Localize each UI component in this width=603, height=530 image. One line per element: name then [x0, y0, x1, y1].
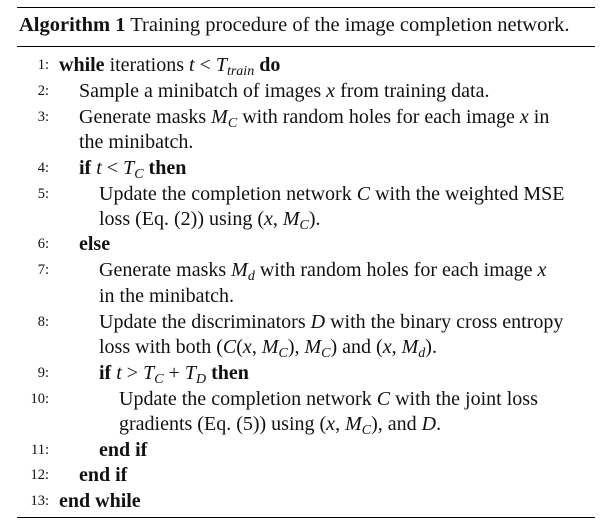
line-text: else: [79, 233, 111, 255]
line-text: loss with both (C(x, MC), MC) and (x, Md…: [99, 336, 437, 361]
line-text: loss (Eq. (2)) using (x, MC).: [99, 208, 321, 233]
line-number: 10:: [30, 391, 49, 407]
line-number: 9:: [37, 365, 49, 381]
line-text: the minibatch.: [79, 131, 194, 153]
line-text: while iterations t < Ttrain do: [59, 54, 281, 79]
line-text: Update the completion network C with the…: [119, 388, 538, 410]
line-text: Sample a minibatch of images x from trai…: [79, 80, 490, 102]
bottom-rule: [17, 517, 595, 518]
line-text: in the minibatch.: [99, 285, 234, 307]
line-text: end if: [79, 464, 128, 486]
line-number: 5:: [37, 186, 49, 202]
line-text: end while: [59, 490, 141, 512]
line-number: 2:: [37, 83, 49, 99]
line-number: 1:: [37, 57, 49, 73]
line-text: Update the discriminators D with the bin…: [99, 311, 564, 333]
line-text: if t < TC then: [79, 157, 187, 182]
line-number: 7:: [37, 262, 49, 278]
line-number: 11:: [31, 442, 49, 458]
caption-label: Algorithm 1: [19, 14, 126, 36]
line-number: 13:: [30, 493, 49, 509]
caption-text: Training procedure of the image completi…: [130, 14, 570, 36]
line-text: Update the completion network C with the…: [99, 183, 565, 205]
line-number: 12:: [30, 467, 49, 483]
line-text: if t > TC + TD then: [99, 362, 249, 387]
top-rule: [17, 7, 595, 8]
line-number: 3:: [37, 109, 49, 125]
line-number: 6:: [37, 236, 49, 252]
caption-rule: [17, 46, 595, 47]
line-number: 4:: [37, 160, 49, 176]
algorithm-caption: Algorithm 1 Training procedure of the im…: [19, 14, 570, 37]
line-text: Generate masks Md with random holes for …: [99, 259, 547, 284]
line-text: gradients (Eq. (5)) using (x, MC), and D…: [119, 413, 442, 438]
line-text: end if: [99, 439, 148, 461]
line-text: Generate masks MC with random holes for …: [79, 106, 550, 131]
line-number: 8:: [37, 314, 49, 330]
